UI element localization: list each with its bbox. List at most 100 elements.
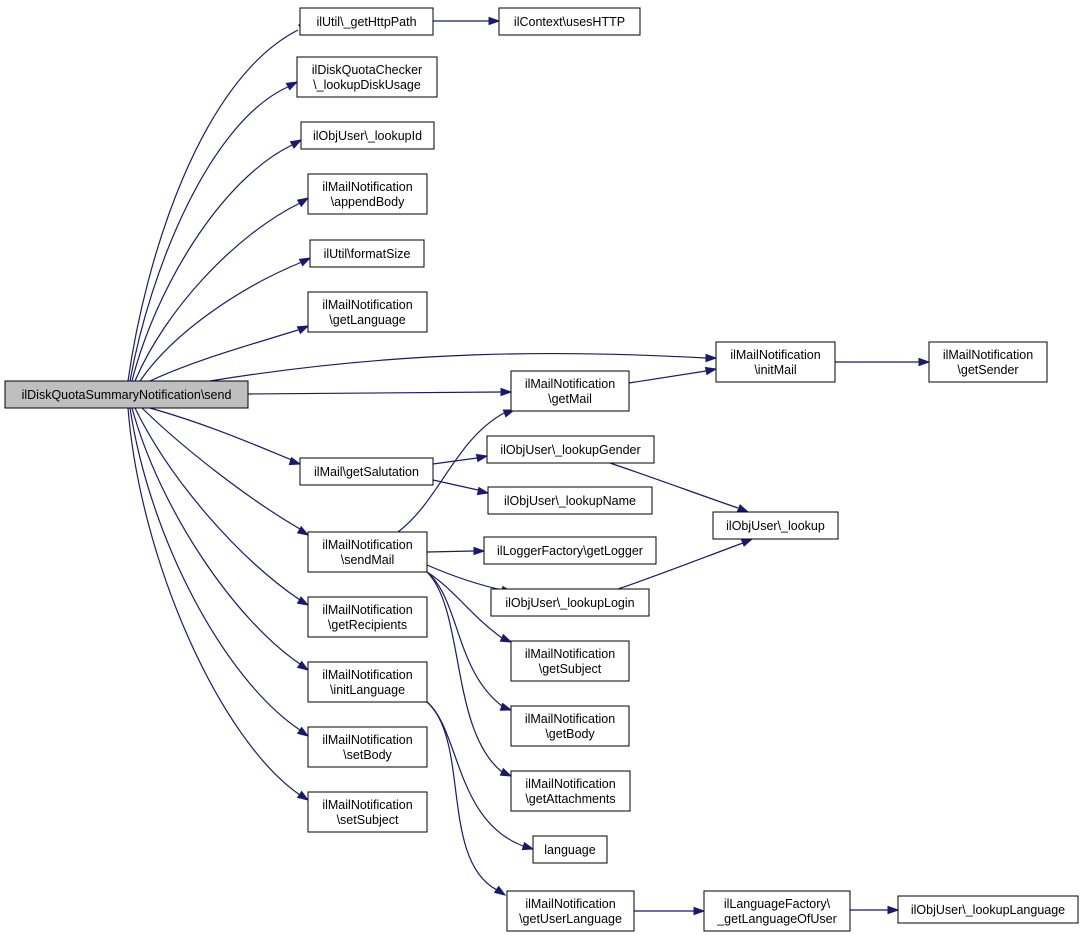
- edge-getUserLanguage-to-getLanguageOfUser: [634, 906, 706, 916]
- node-getHttpPath[interactable]: ilUtil\_getHttpPath: [299, 7, 434, 36]
- node-getRecipients[interactable]: ilMailNotification\getRecipients: [307, 596, 428, 638]
- node-getLanguage[interactable]: ilMailNotification\getLanguage: [307, 291, 428, 333]
- node-lookupDiskUsage[interactable]: ilDiskQuotaChecker\_lookupDiskUsage: [296, 56, 438, 98]
- arrowhead: [296, 525, 310, 536]
- node-getSubject[interactable]: ilMailNotification\getSubject: [510, 640, 630, 682]
- node-label: \_lookupDiskUsage: [313, 78, 421, 92]
- node-getBody[interactable]: ilMailNotification\getBody: [510, 705, 630, 747]
- node-label: ilMailNotification: [322, 603, 412, 617]
- edge-line: [609, 462, 739, 509]
- node-getLogger[interactable]: ilLoggerFactory\getLogger: [483, 536, 657, 565]
- node-getUserLanguage[interactable]: ilMailNotification\getUserLanguage: [506, 890, 635, 932]
- arrowhead: [296, 790, 310, 801]
- edge-line: [149, 329, 299, 382]
- node-box: [483, 536, 657, 565]
- node-formatSize[interactable]: ilUtil\formatSize: [309, 239, 425, 268]
- edge-sendMail-to-getAttachments: [426, 571, 513, 777]
- node-label: ilMailNotification: [322, 180, 412, 194]
- node-box: [307, 791, 428, 833]
- node-box: [307, 531, 428, 573]
- node-usesHTTP[interactable]: ilContext\usesHTTP: [498, 7, 641, 36]
- arrowhead: [740, 538, 754, 547]
- edge-line: [426, 571, 503, 707]
- node-label: \getMail: [548, 392, 592, 406]
- node-lookupId[interactable]: ilObjUser\_lookupId: [300, 121, 435, 150]
- node-label: ilObjUser\_lookupId: [313, 129, 422, 143]
- arrowhead: [500, 387, 513, 397]
- node-lookupName[interactable]: ilObjUser\_lookupName: [487, 486, 653, 515]
- arrowhead: [693, 906, 706, 916]
- node-language[interactable]: language: [532, 835, 608, 864]
- edge-send-to-getSalutation: [149, 407, 302, 466]
- node-lookupLogin[interactable]: ilObjUser\_lookupLogin: [490, 588, 650, 617]
- node-label: \initMail: [754, 363, 796, 377]
- node-label: ilMailNotification: [322, 733, 412, 747]
- arrowhead: [289, 139, 303, 149]
- node-lookup[interactable]: ilObjUser\_lookup: [712, 511, 839, 540]
- node-box: [510, 770, 631, 812]
- edge-send-to-initMail: [209, 352, 718, 382]
- node-label: language: [544, 843, 595, 857]
- edge-lookupGender-to-lookup: [609, 462, 750, 513]
- node-label: ilUtil\_getHttpPath: [316, 15, 416, 29]
- edge-send-to-getRecipients: [134, 407, 310, 606]
- node-setBody[interactable]: ilMailNotification\setBody: [307, 726, 428, 768]
- arrowhead: [298, 257, 312, 267]
- node-getSender[interactable]: ilMailNotification\getSender: [928, 341, 1048, 383]
- node-label: \sendMail: [341, 553, 395, 567]
- node-lookupGender[interactable]: ilObjUser\_lookupGender: [486, 435, 655, 464]
- edge-sendMail-to-getLogger: [426, 546, 486, 556]
- node-lookupLanguage[interactable]: ilObjUser\_lookupLanguage: [897, 895, 1079, 924]
- node-label: \setSubject: [337, 813, 399, 827]
- arrowhead: [499, 767, 513, 777]
- edge-line: [397, 412, 505, 533]
- arrowhead: [288, 456, 302, 466]
- node-label: ilObjUser\_lookupLogin: [505, 596, 634, 610]
- node-label: ilMail\getSalutation: [314, 465, 419, 479]
- node-sendMail[interactable]: ilMailNotification\sendMail: [307, 531, 428, 573]
- node-box: [506, 890, 635, 932]
- node-box: [309, 239, 425, 268]
- node-send[interactable]: ilDiskQuotaSummaryNotification\send: [4, 380, 249, 409]
- node-setSubject[interactable]: ilMailNotification\setSubject: [307, 791, 428, 833]
- node-label: ilMailNotification: [322, 298, 412, 312]
- node-box: [299, 7, 434, 36]
- edge-send-to-getLanguage: [149, 325, 310, 382]
- node-label: ilUtil\formatSize: [324, 247, 411, 261]
- arrowhead: [476, 486, 490, 496]
- node-appendBody[interactable]: ilMailNotification\appendBody: [307, 173, 428, 215]
- edge-getLanguageOfUser-to-lookupLanguage: [850, 905, 900, 915]
- node-getMail[interactable]: ilMailNotification\getMail: [510, 370, 630, 412]
- node-getSalutation[interactable]: ilMail\getSalutation: [299, 457, 434, 486]
- node-label: ilMailNotification: [525, 647, 615, 661]
- arrowhead: [704, 366, 718, 376]
- edge-line: [127, 407, 301, 796]
- edge-send-to-initLanguage: [131, 407, 310, 671]
- edge-send-to-appendBody: [134, 197, 310, 382]
- node-label: \getSender: [957, 363, 1018, 377]
- node-label: ilObjUser\_lookupName: [504, 494, 636, 508]
- node-box: [296, 56, 438, 98]
- arrowhead: [296, 596, 310, 606]
- node-layer: ilDiskQuotaSummaryNotification\send ilUti…: [4, 7, 1079, 932]
- edge-line: [426, 550, 475, 553]
- node-initMail[interactable]: ilMailNotification\initMail: [715, 341, 836, 383]
- edge-line: [432, 479, 479, 491]
- node-box: [486, 435, 655, 464]
- arrowhead: [473, 546, 486, 556]
- node-box: [510, 370, 630, 412]
- node-getAttachments[interactable]: ilMailNotification\getAttachments: [510, 770, 631, 812]
- edge-getHttpPath-to-usesHTTP: [433, 16, 501, 26]
- arrowhead: [296, 660, 310, 671]
- node-initLanguage[interactable]: ilMailNotification\initLanguage: [307, 661, 428, 703]
- node-label: \getBody: [545, 727, 595, 741]
- node-label: ilDiskQuotaSummaryNotification\send: [22, 388, 232, 402]
- edge-send-to-setBody: [129, 407, 310, 737]
- node-box: [490, 588, 650, 617]
- edge-line: [426, 564, 503, 591]
- edge-line: [426, 701, 498, 891]
- node-getLanguageOfUser[interactable]: ilLanguageFactory\_getLanguageOfUser: [703, 890, 851, 932]
- edge-line: [129, 85, 291, 382]
- node-box: [4, 380, 249, 409]
- node-label: ilDiskQuotaChecker: [312, 63, 422, 77]
